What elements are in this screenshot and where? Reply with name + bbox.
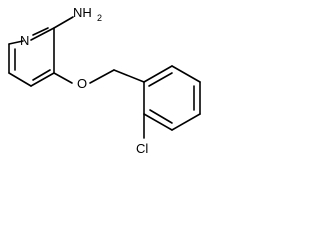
pyridine-ring: [8, 27, 55, 87]
nitrogen-label: N: [20, 33, 29, 48]
chlorine-label: Cl: [136, 141, 148, 156]
chemical-structure: N NH 2 O Cl: [8, 5, 201, 156]
benzene-ring: [143, 65, 201, 131]
bond-c2-nh2: [53, 16, 74, 29]
amine-subscript: 2: [97, 13, 102, 23]
bond-c5-c4: [8, 72, 32, 87]
bond-c2-c3prime: [143, 113, 173, 131]
amine-label: NH: [73, 5, 92, 20]
bond-n1-c6: [8, 40, 24, 45]
bond-c6-c1prime: [143, 65, 173, 83]
bond-n1-c2: [30, 27, 55, 41]
double-bond-c1-c6prime: [148, 72, 173, 87]
bond-c5-c6prime: [171, 65, 201, 83]
oxygen-label: O: [77, 76, 87, 91]
double-bond-n1-c2: [32, 27, 49, 36]
double-bond-c2-c3prime: [149, 109, 173, 124]
bond-c3-c4prime: [171, 113, 201, 131]
bond-c3-o: [53, 72, 73, 84]
double-bond-c4-c3: [32, 69, 51, 81]
bond-c4-c3: [30, 72, 55, 87]
bond-ch2-c1prime: [113, 69, 145, 83]
bond-o-ch2: [89, 69, 115, 84]
